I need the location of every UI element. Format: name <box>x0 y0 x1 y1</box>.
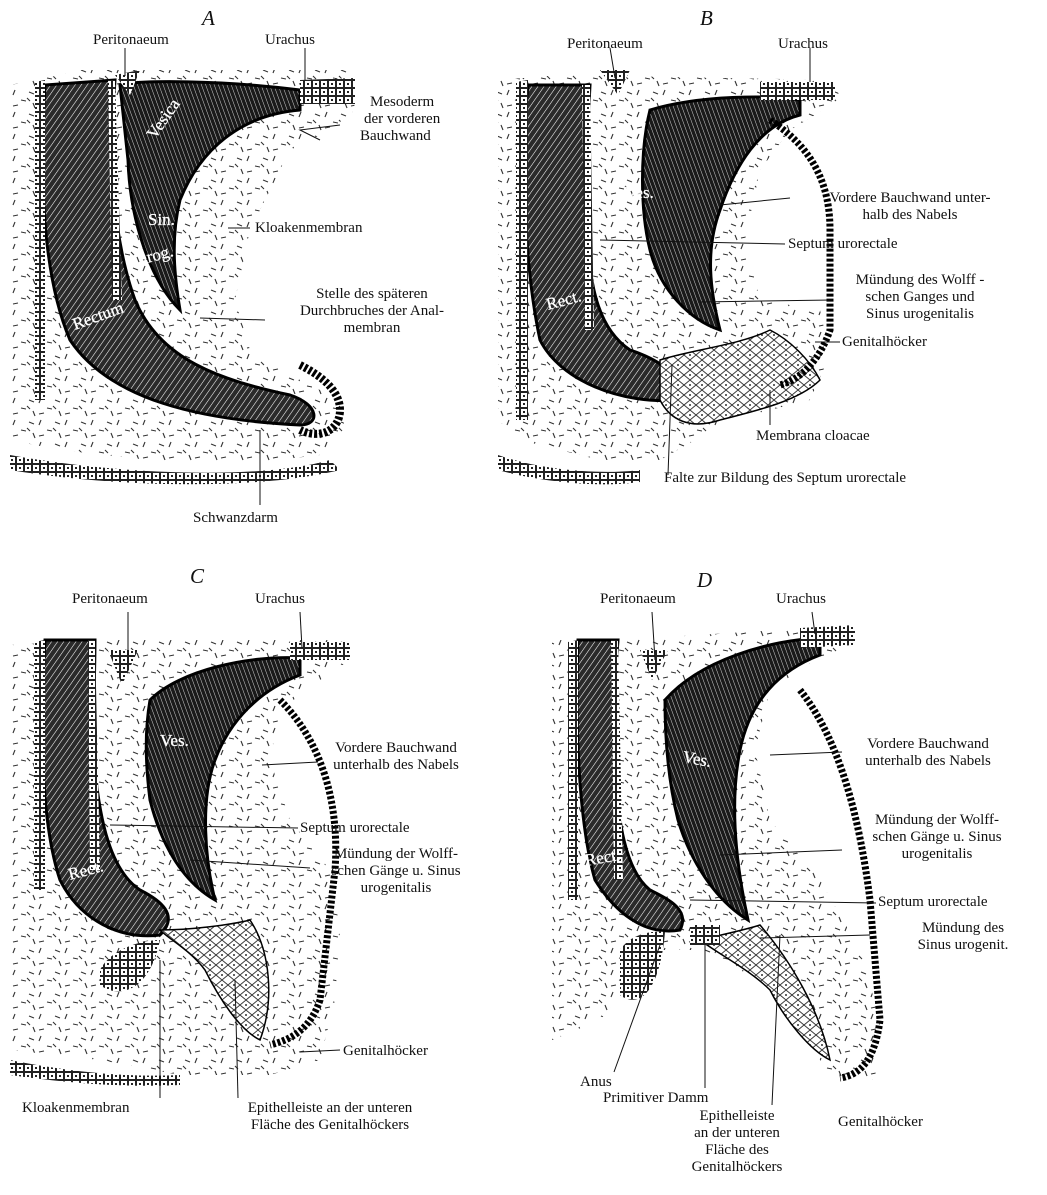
c-label-epithel-line2: Fläche des Genitalhöckers <box>200 1117 460 1134</box>
c-label-peritonaeum: Peritonaeum <box>72 591 148 608</box>
a-label-urachus: Urachus <box>265 32 315 49</box>
b-label-muendung-line3: Sinus urogenitalis <box>830 306 1010 323</box>
b-label-septum: Septum urorectale <box>788 236 898 253</box>
panel-a-organ-sin: Sin. <box>148 210 175 229</box>
b-label-urachus: Urachus <box>778 36 828 53</box>
a-label-stelle-line3: membran <box>262 320 482 337</box>
b-label-peritonaeum: Peritonaeum <box>567 36 643 53</box>
b-label-bauchwand-line1: Vordere Bauchwand unter- <box>790 190 1030 207</box>
panel-letter-c: C <box>190 564 204 589</box>
panel-letter-b: B <box>700 6 713 31</box>
c-label-muendung-line1: Mündung der Wolff- <box>306 846 486 863</box>
d-label-genitalhoecker: Genitalhöcker <box>838 1114 923 1131</box>
d-label-epithel: Epithelleiste an der unteren Fläche des … <box>662 1108 812 1176</box>
a-label-mesoderm-line1: Mesoderm <box>360 94 440 111</box>
c-label-epithel-line1: Epithelleiste an der unteren <box>200 1100 460 1117</box>
c-label-muendung-line2: schen Gänge u. Sinus <box>306 863 486 880</box>
a-label-schwanzdarm: Schwanzdarm <box>193 510 278 527</box>
panel-c-drawing <box>10 640 350 1086</box>
b-label-genitalhoecker: Genitalhöcker <box>842 334 927 351</box>
b-label-muendung-line2: schen Ganges und <box>830 289 1010 306</box>
panel-c-organ-ves: Ves. <box>160 731 189 750</box>
c-label-kloakenmembran: Kloakenmembran <box>22 1100 129 1117</box>
c-label-epithel: Epithelleiste an der unteren Fläche des … <box>200 1100 460 1134</box>
d-label-epithel-line4: Genitalhöckers <box>662 1159 812 1176</box>
d-label-muendung-sinus-line1: Mündung des <box>888 920 1038 937</box>
c-label-septum: Septum urorectale <box>300 820 410 837</box>
d-label-muendung-sinus: Mündung des Sinus urogenit. <box>888 920 1038 954</box>
d-label-muendung-wolff-line2: schen Gänge u. Sinus <box>842 829 1032 846</box>
d-label-urachus: Urachus <box>776 591 826 608</box>
d-label-epithel-line3: Fläche des <box>662 1142 812 1159</box>
c-label-bauchwand: Vordere Bauchwand unterhalb des Nabels <box>306 740 486 774</box>
d-label-bauchwand-line2: unterhalb des Nabels <box>838 753 1018 770</box>
c-label-muendung: Mündung der Wolff- schen Gänge u. Sinus … <box>306 846 486 897</box>
d-label-muendung-wolff-line1: Mündung der Wolff- <box>842 812 1032 829</box>
c-label-bauchwand-line1: Vordere Bauchwand <box>306 740 486 757</box>
b-label-falte: Falte zur Bildung des Septum urorectale <box>664 470 906 487</box>
b-label-muendung-line1: Mündung des Wolff - <box>830 272 1010 289</box>
c-label-bauchwand-line2: unterhalb des Nabels <box>306 757 486 774</box>
b-label-bauchwand-line2: halb des Nabels <box>790 207 1030 224</box>
d-label-muendung-wolff-line3: urogenitalis <box>842 846 1032 863</box>
a-label-stelle-line1: Stelle des späteren <box>262 286 482 303</box>
d-label-bauchwand-line1: Vordere Bauchwand <box>838 736 1018 753</box>
d-label-anus: Anus <box>580 1074 612 1091</box>
panel-letter-d: D <box>697 568 712 593</box>
a-label-mesoderm-line2: der vorderen <box>360 111 440 128</box>
c-label-genitalhoecker: Genitalhöcker <box>343 1043 428 1060</box>
a-label-stelle-line2: Durchbruches der Anal- <box>262 303 482 320</box>
b-label-bauchwand: Vordere Bauchwand unter- halb des Nabels <box>790 190 1030 224</box>
d-label-epithel-line2: an der unteren <box>662 1125 812 1142</box>
a-label-peritonaeum: Peritonaeum <box>93 32 169 49</box>
a-label-mesoderm: Mesoderm der vorderen Bauchwand <box>360 94 440 145</box>
b-label-membrana: Membrana cloacae <box>756 428 870 445</box>
a-label-mesoderm-line3: Bauchwand <box>360 128 440 145</box>
panel-letter-a: A <box>202 6 215 31</box>
a-label-kloakenmembran: Kloakenmembran <box>255 220 362 237</box>
d-label-muendung-sinus-line2: Sinus urogenit. <box>888 937 1038 954</box>
d-label-damm: Primitiver Damm <box>603 1090 708 1107</box>
d-label-septum: Septum urorectale <box>878 894 988 911</box>
d-label-epithel-line1: Epithelleiste <box>662 1108 812 1125</box>
c-label-urachus: Urachus <box>255 591 305 608</box>
b-label-muendung: Mündung des Wolff - schen Ganges und Sin… <box>830 272 1010 323</box>
a-label-stelle: Stelle des späteren Durchbruches der Ana… <box>262 286 482 337</box>
panel-b-drawing <box>498 70 840 484</box>
panel-b-organ-ves: Ves. <box>625 183 654 202</box>
d-label-bauchwand: Vordere Bauchwand unterhalb des Nabels <box>838 736 1018 770</box>
d-label-peritonaeum: Peritonaeum <box>600 591 676 608</box>
d-label-muendung-wolff: Mündung der Wolff- schen Gänge u. Sinus … <box>842 812 1032 863</box>
c-label-muendung-line3: urogenitalis <box>306 880 486 897</box>
